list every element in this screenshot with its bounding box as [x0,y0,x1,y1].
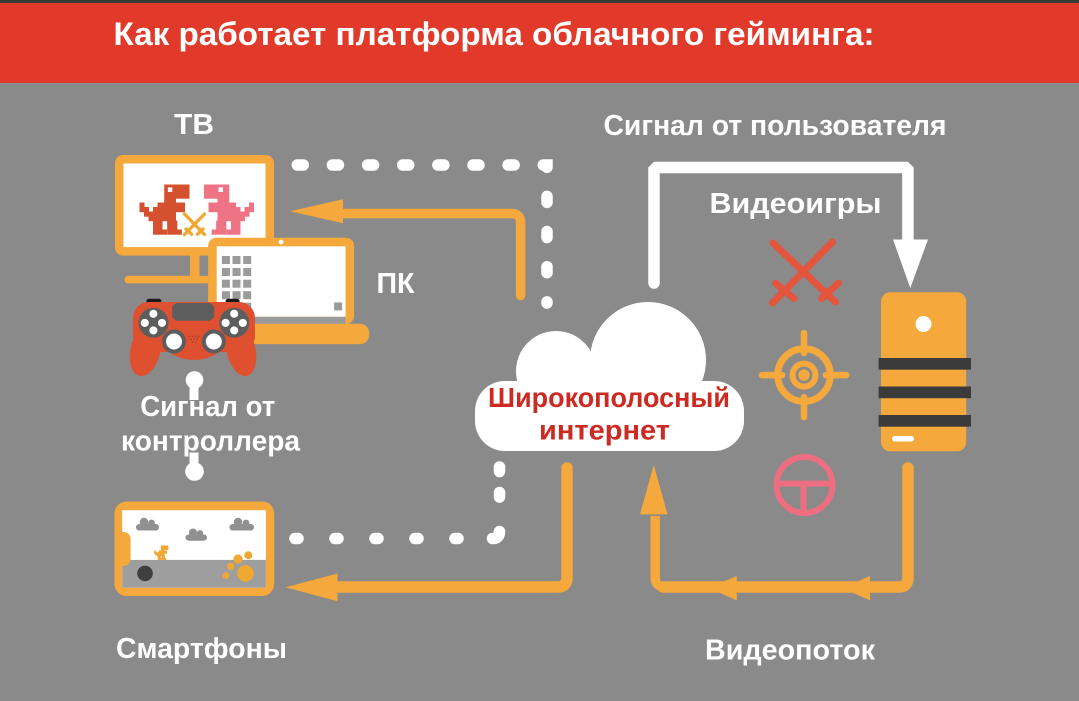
svg-text:Широкополосный: Широкополосный [488,382,730,413]
svg-text:контроллера: контроллера [121,426,301,458]
svg-text:ТВ: ТВ [174,109,214,141]
svg-text:Видеопоток: Видеопоток [705,635,875,667]
svg-text:интернет: интернет [539,415,670,446]
svg-text:Как работает платформа облачно: Как работает платформа облачного гейминг… [114,16,875,52]
svg-text:Видеоигры: Видеоигры [710,188,882,220]
svg-text:Сигнал от: Сигнал от [140,391,275,423]
svg-text:Сигнал от пользователя: Сигнал от пользователя [604,110,947,142]
svg-text:ПК: ПК [377,268,415,300]
svg-text:Смартфоны: Смартфоны [116,633,287,665]
